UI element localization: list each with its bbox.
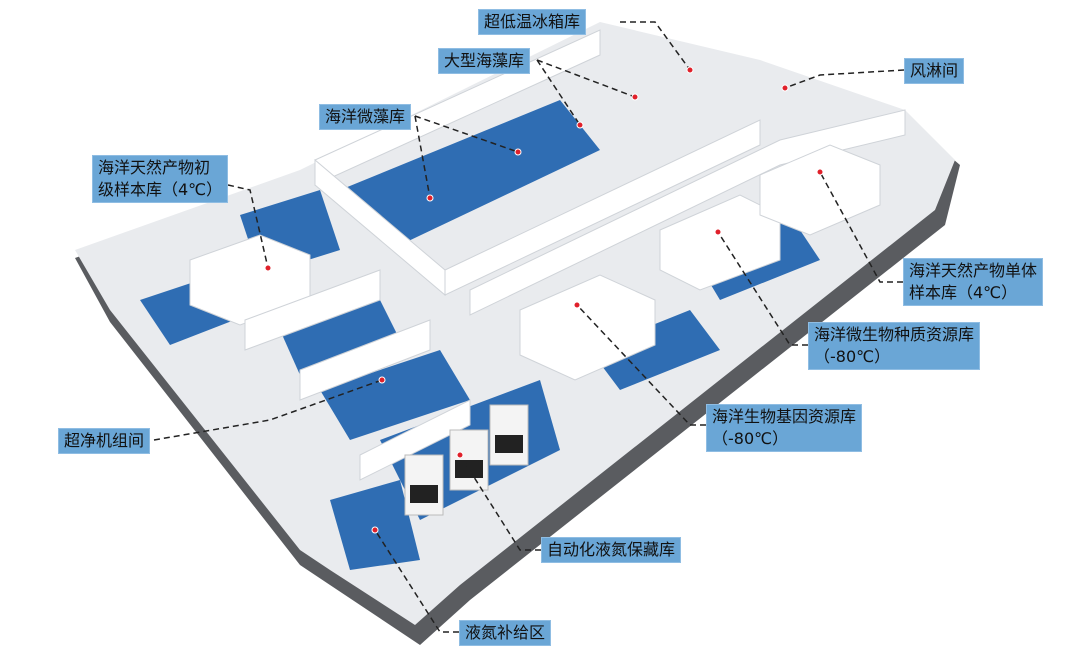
label-large-seaweed: 大型海藻库 xyxy=(438,48,531,74)
label-air-shower: 风淋间 xyxy=(904,58,965,84)
label-marine-microalgae: 海洋微藻库 xyxy=(319,104,412,130)
label-ultra-low-freezer: 超低温冰箱库 xyxy=(478,9,587,35)
location-markers xyxy=(264,66,824,534)
label-line: 海洋生物基因资源库 xyxy=(712,407,857,426)
label-natural-product-monomer: 海洋天然产物单体 样本库（4℃） xyxy=(903,258,1044,306)
ln2-cabinets xyxy=(404,404,529,516)
label-line: 样本库（4℃） xyxy=(909,283,1018,302)
leader-lines xyxy=(153,21,905,633)
label-microbe-germplasm: 海洋微生物种质资源库 （-80℃） xyxy=(808,322,981,370)
label-auto-ln2-storage: 自动化液氮保藏库 xyxy=(541,537,682,563)
label-line: 海洋天然产物单体 xyxy=(909,261,1038,280)
label-gene-resource: 海洋生物基因资源库 （-80℃） xyxy=(706,404,863,452)
label-line: 级样本库（4℃） xyxy=(98,180,223,199)
label-line: （-80℃） xyxy=(814,347,891,366)
label-line: （-80℃） xyxy=(712,429,789,448)
label-ln2-supply: 液氮补给区 xyxy=(459,620,552,646)
label-clean-unit-room: 超净机组间 xyxy=(58,428,151,454)
label-natural-product-primary: 海洋天然产物初 级样本库（4℃） xyxy=(92,155,229,203)
label-line: 海洋微生物种质资源库 xyxy=(814,325,975,344)
label-line: 海洋天然产物初 xyxy=(98,158,211,177)
